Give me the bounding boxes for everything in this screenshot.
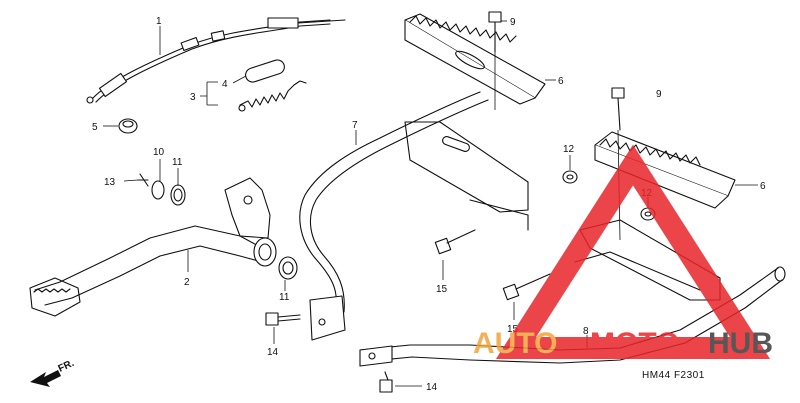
callout-1: 1 xyxy=(156,16,162,27)
brake-pedal xyxy=(29,177,277,317)
callout-10: 10 xyxy=(153,147,165,158)
callout-9-right: 9 xyxy=(656,89,662,100)
watermark-moto: MOTO xyxy=(590,327,679,360)
spring-assembly xyxy=(238,59,307,112)
bolt-left xyxy=(265,312,301,326)
front-arrow-label: FR. xyxy=(57,358,76,375)
callout-6-right: 6 xyxy=(760,181,766,192)
step-bar-left xyxy=(299,91,529,341)
brake-cable xyxy=(86,17,346,104)
callout-15-left: 15 xyxy=(436,284,448,295)
callout-11-upper: 11 xyxy=(172,157,183,168)
callout-14-lower: 14 xyxy=(426,382,438,393)
watermark-hub: HUB xyxy=(708,327,773,360)
bolt-15-right xyxy=(502,273,551,301)
callout-13: 13 xyxy=(104,177,116,188)
callout-8: 8 xyxy=(583,326,589,337)
diagram-code: HM44 F2301 xyxy=(642,370,705,381)
callout-3: 3 xyxy=(190,92,196,103)
footpeg-upper xyxy=(404,13,546,105)
callout-2: 2 xyxy=(184,277,190,288)
bolt-14-lower xyxy=(379,371,393,393)
bolt-right xyxy=(611,87,625,131)
watermark: AUTO MOTO HUB xyxy=(473,144,773,360)
seal-lower xyxy=(278,256,298,280)
callout-9-upper: 9 xyxy=(510,17,516,28)
watermark-auto: AUTO xyxy=(473,327,557,360)
callout-14-left: 14 xyxy=(267,347,279,358)
callout-11-lower: 11 xyxy=(279,292,290,303)
callout-5: 5 xyxy=(92,122,98,133)
callout-7: 7 xyxy=(352,120,358,131)
grommet xyxy=(118,118,138,134)
front-arrow: FR. xyxy=(30,358,76,387)
callout-6-upper: 6 xyxy=(558,76,564,87)
callout-15-right: 15 xyxy=(507,324,519,335)
nut-upper xyxy=(562,170,578,184)
callout-12-upper: 12 xyxy=(563,144,575,155)
bolt-15-left xyxy=(434,229,476,255)
callout-4: 4 xyxy=(222,79,228,90)
bolt-upper xyxy=(488,11,502,53)
